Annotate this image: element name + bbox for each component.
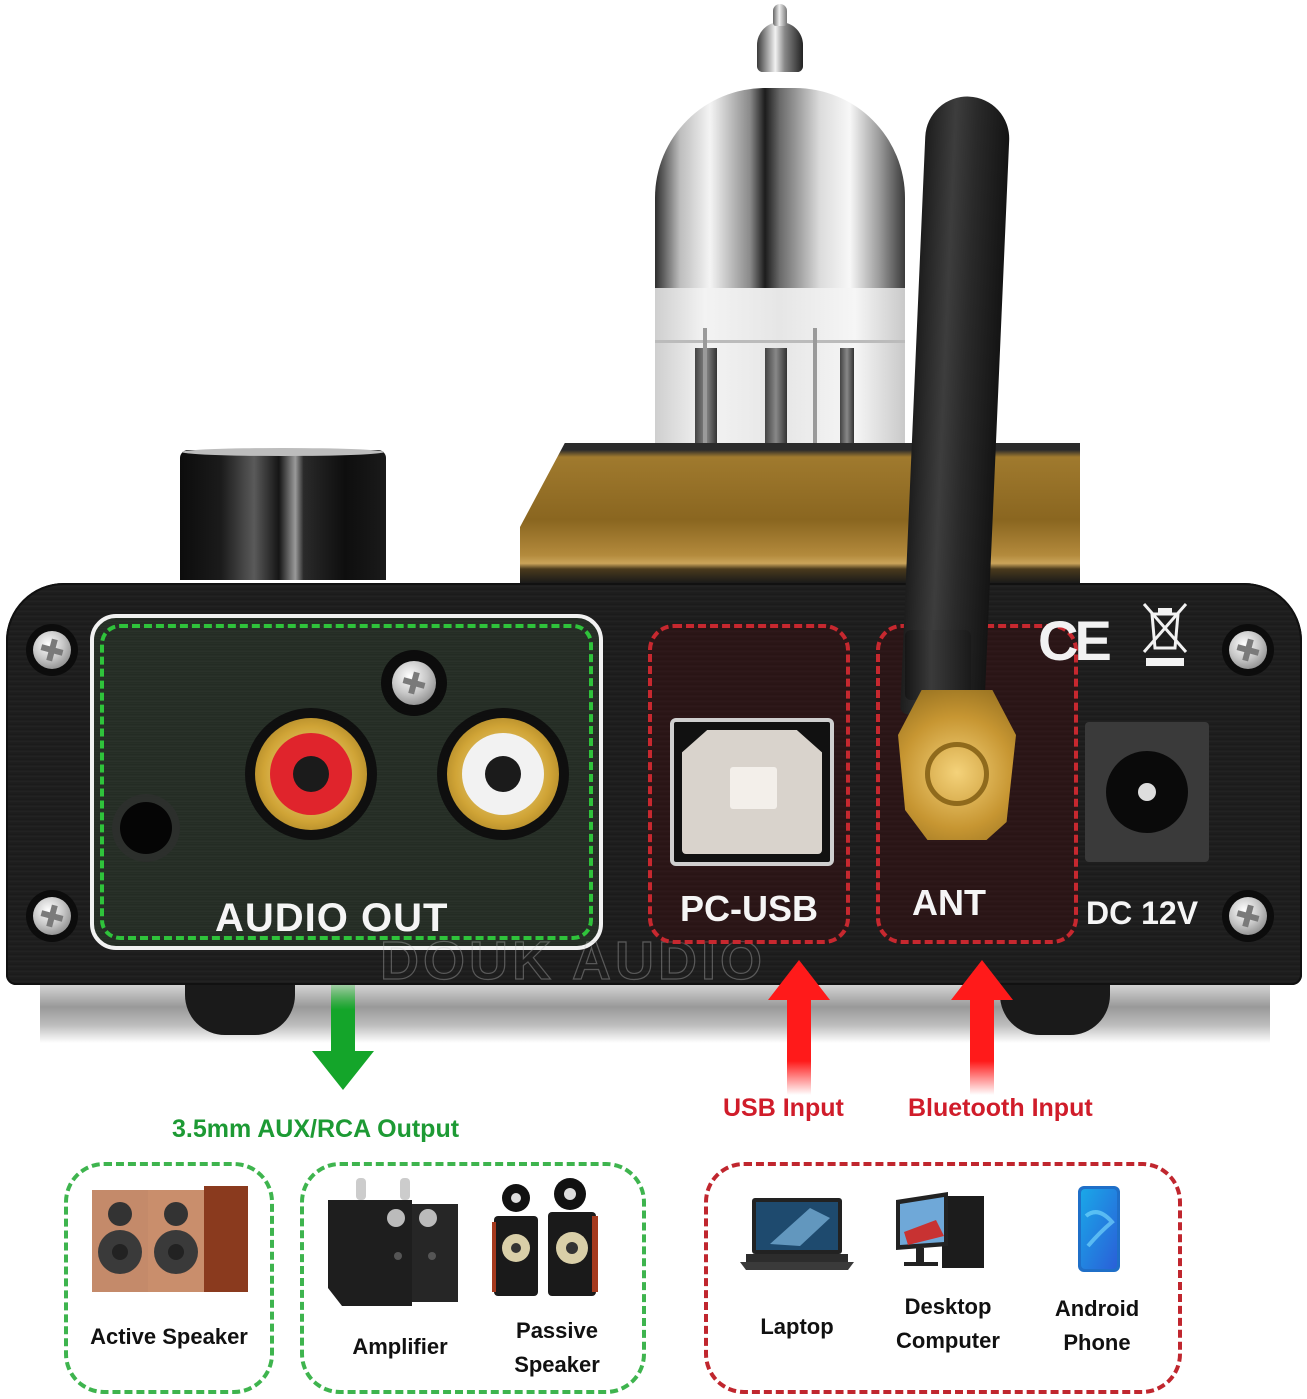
arrow-up-icon [951, 960, 1013, 1095]
laptop-label: Laptop [760, 1314, 834, 1339]
aux-3-5mm-jack[interactable] [112, 794, 180, 862]
passive-speaker-label-line1: Passive [516, 1318, 598, 1343]
volume-knob-top [182, 448, 384, 456]
arrow-down-icon [312, 985, 374, 1090]
input-device-group [704, 1162, 1182, 1394]
android-label-line2: Phone [1063, 1330, 1131, 1355]
foot-right [1000, 975, 1110, 1035]
desktop-label-line1: Desktop [904, 1294, 992, 1319]
rca-right-jack[interactable] [437, 708, 569, 840]
desktop-computer-icon [896, 1192, 984, 1268]
screw-icon [26, 890, 78, 942]
usb-b-port[interactable] [670, 718, 834, 866]
amplifier-label: Amplifier [352, 1334, 448, 1359]
passive-speaker-label: Passive Speaker [487, 1314, 627, 1382]
dc-12v-label: DC 12V [1086, 895, 1199, 931]
passive-speaker-icon [492, 1178, 598, 1296]
screw-icon [1222, 890, 1274, 942]
arrow-up-icon [768, 960, 830, 1095]
tube-mica-top [655, 340, 905, 343]
usb-input-caption: USB Input [723, 1094, 844, 1122]
tube-gold-base [520, 443, 1080, 583]
sma-ring [925, 742, 989, 806]
dc-power-jack[interactable] [1085, 722, 1209, 862]
tube-pin [703, 328, 707, 478]
active-speaker-icon [92, 1186, 248, 1292]
desktop-label-line2: Computer [896, 1328, 1000, 1353]
desktop-computer-label: Desktop Computer [870, 1290, 1026, 1358]
output-group-passive [300, 1162, 646, 1394]
antenna-collar [905, 630, 971, 700]
android-label-line1: Android [1054, 1296, 1140, 1321]
bluetooth-input-caption: Bluetooth Input [908, 1094, 1093, 1122]
tube-pin [813, 328, 817, 478]
tube-neck [757, 22, 803, 72]
passive-speaker-label-line2: Speaker [514, 1352, 600, 1377]
audio-out-dashed-outline [100, 624, 593, 940]
active-speaker-label: Active Speaker [90, 1324, 248, 1349]
screw-icon [26, 624, 78, 676]
foot-left [185, 975, 295, 1035]
ant-label: ANT [912, 882, 986, 923]
screw-icon [381, 650, 447, 716]
amplifier-icon [328, 1178, 458, 1306]
rca-left-jack[interactable] [245, 708, 377, 840]
pc-usb-label: PC-USB [680, 888, 819, 929]
android-phone-label: Android Phone [1030, 1292, 1164, 1360]
laptop-icon [740, 1198, 854, 1270]
output-group-active [64, 1162, 274, 1394]
android-phone-icon [1078, 1186, 1120, 1272]
audio-out-label: AUDIO OUT [215, 896, 449, 940]
tube-plate-center [765, 348, 787, 468]
volume-knob[interactable] [180, 450, 386, 580]
weee-bin-icon [1142, 603, 1188, 666]
ce-mark-icon: CE [1038, 609, 1112, 672]
output-caption: 3.5mm AUX/RCA Output [172, 1115, 460, 1143]
screw-icon [1222, 624, 1274, 676]
tube-tip [773, 4, 787, 26]
tube-plate-right [840, 348, 854, 468]
